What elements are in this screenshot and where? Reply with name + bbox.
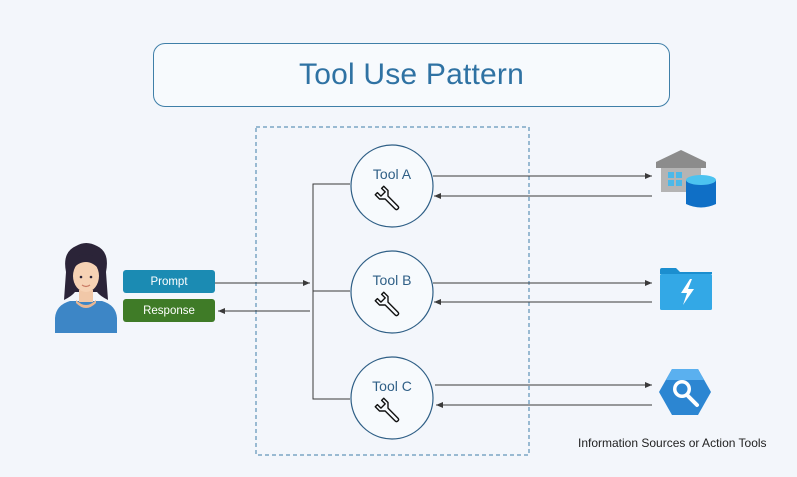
user-avatar-icon <box>55 243 117 333</box>
information-sources-label: Information Sources or Action Tools <box>578 436 767 450</box>
warehouse-database-icon <box>656 150 716 208</box>
response-label: Response <box>123 299 215 322</box>
tools-container <box>255 126 530 456</box>
prompt-label: Prompt <box>123 270 215 293</box>
page-title: Tool Use Pattern <box>153 43 670 107</box>
tool-b-label: Tool B <box>372 272 412 288</box>
tool-b-circle <box>350 250 434 334</box>
folder-lightning-icon <box>660 268 712 310</box>
tool-a-label: Tool A <box>372 166 412 182</box>
tool-c-label: Tool C <box>372 378 412 394</box>
wrench-icon <box>374 397 400 423</box>
tool-a-circle <box>350 144 434 228</box>
search-hexagon-icon <box>659 369 711 415</box>
tool-c-circle <box>350 356 434 440</box>
wrench-icon <box>374 291 400 317</box>
wrench-icon <box>374 185 400 211</box>
